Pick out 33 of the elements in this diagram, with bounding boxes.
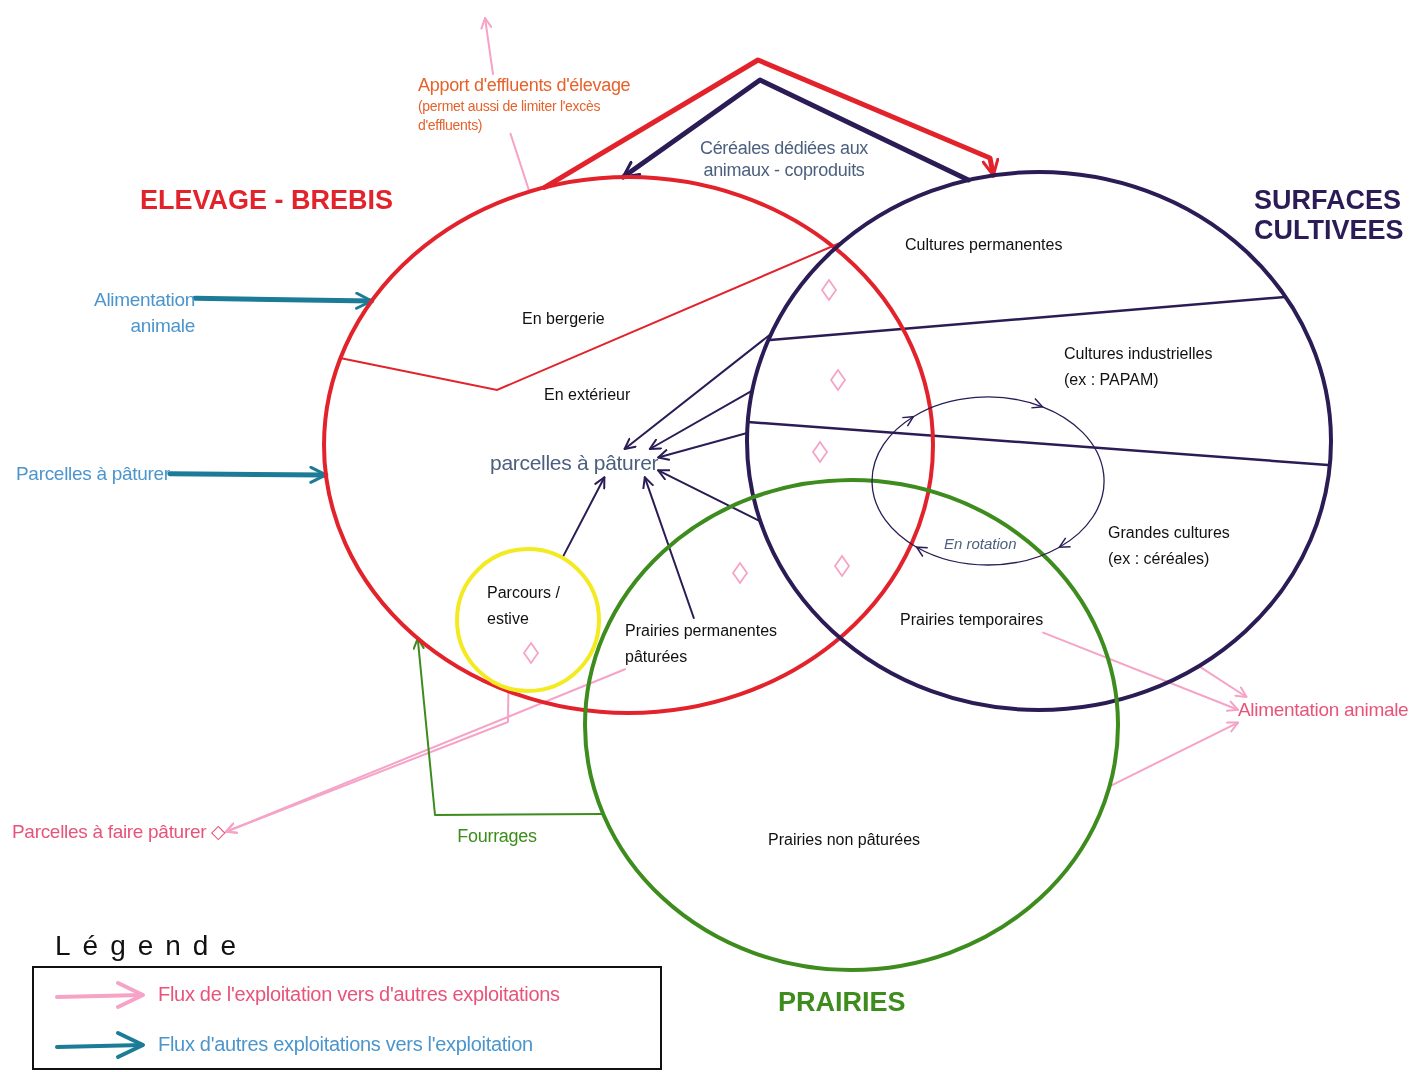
flow-arrow [224, 668, 626, 834]
zone-label: Parcours / estive [487, 583, 561, 629]
zone-label: Prairies permanentes pâturées [625, 618, 797, 670]
section-heading: ELEVAGE - BREBIS [140, 186, 394, 216]
zone-label: En extérieur [544, 382, 631, 408]
cycle-label: En rotation [944, 535, 1017, 552]
section-heading: PRAIRIES [778, 988, 906, 1018]
flow-arrow [1042, 631, 1239, 712]
zone-label: Cultures industrielles (ex : PAPAM) [1064, 341, 1226, 393]
connector-line [509, 132, 531, 193]
flow-label: Parcelles à faire pâturer ◇ [12, 819, 226, 845]
legend-label: Flux de l'exploitation vers d'autres exploitations [158, 982, 560, 1007]
section-heading: SURFACES CULTIVEES [1254, 186, 1405, 246]
flow-note: (permet aussi de limiter l'excès d'effluents) [418, 97, 602, 134]
zone-label: En bergerie [522, 306, 605, 332]
flow-label: Apport d'effluents d'élevage [418, 74, 632, 97]
legend-title: Légende [55, 930, 248, 962]
flow-arrow [561, 476, 606, 559]
zone-label: Grandes cultures (ex : céréales) [1108, 520, 1240, 572]
zone-label: Prairies non pâturées [768, 827, 921, 853]
flow-arrow [642, 476, 695, 619]
flow-arrow [480, 17, 494, 75]
flow-label: Alimentation animale [1238, 697, 1409, 723]
flow-arrow [1197, 665, 1248, 698]
flow-arrow [620, 77, 971, 183]
legend-label: Flux d'autres exploitations vers l'exploitation [158, 1032, 533, 1057]
flow-label: parcelles à pâturer [490, 449, 659, 478]
flow-label: Alimentation animale [70, 287, 195, 339]
zone-label: Cultures permanentes [905, 232, 1063, 258]
flow-arrow [542, 57, 1000, 190]
flow-arrow [192, 291, 375, 310]
flow-label: Parcelles à pâturer [16, 461, 170, 487]
zone-label: Prairies temporaires [900, 607, 1044, 633]
